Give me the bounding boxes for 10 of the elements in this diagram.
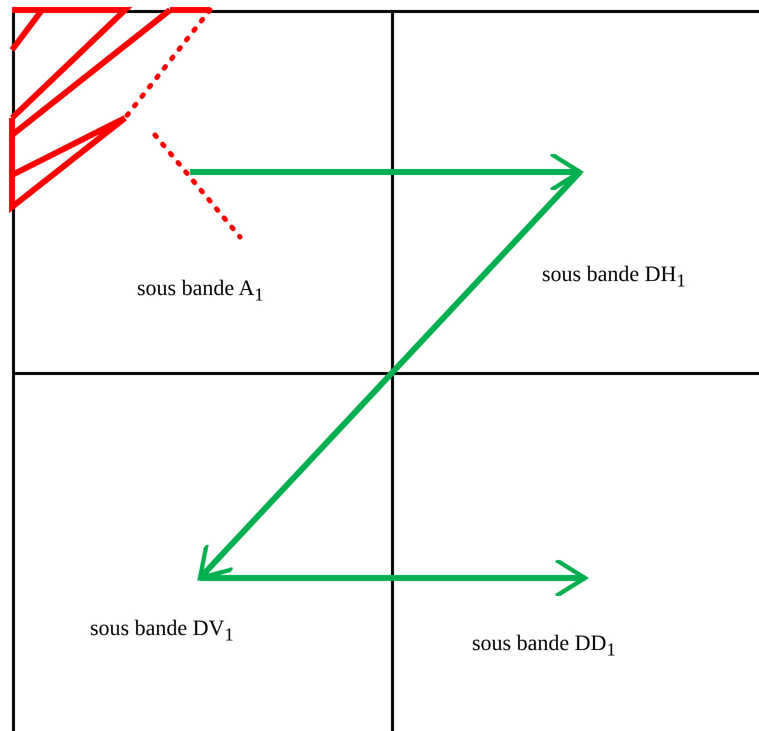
- subband-cell: [391, 372, 759, 731]
- subband-label: sous bande DH$_{1}$: [542, 261, 686, 292]
- arrow: [190, 152, 582, 192]
- subband-cell: [12, 10, 391, 372]
- subband-cell: [12, 372, 391, 731]
- subband-cell: [391, 10, 759, 372]
- subband-label: sous bande DV$_{1}$: [90, 615, 234, 646]
- arrow: [200, 558, 588, 598]
- subband-label: sous bande A$_{1}$: [137, 275, 264, 306]
- subband-label: sous bande DD$_{1}$: [472, 630, 616, 660]
